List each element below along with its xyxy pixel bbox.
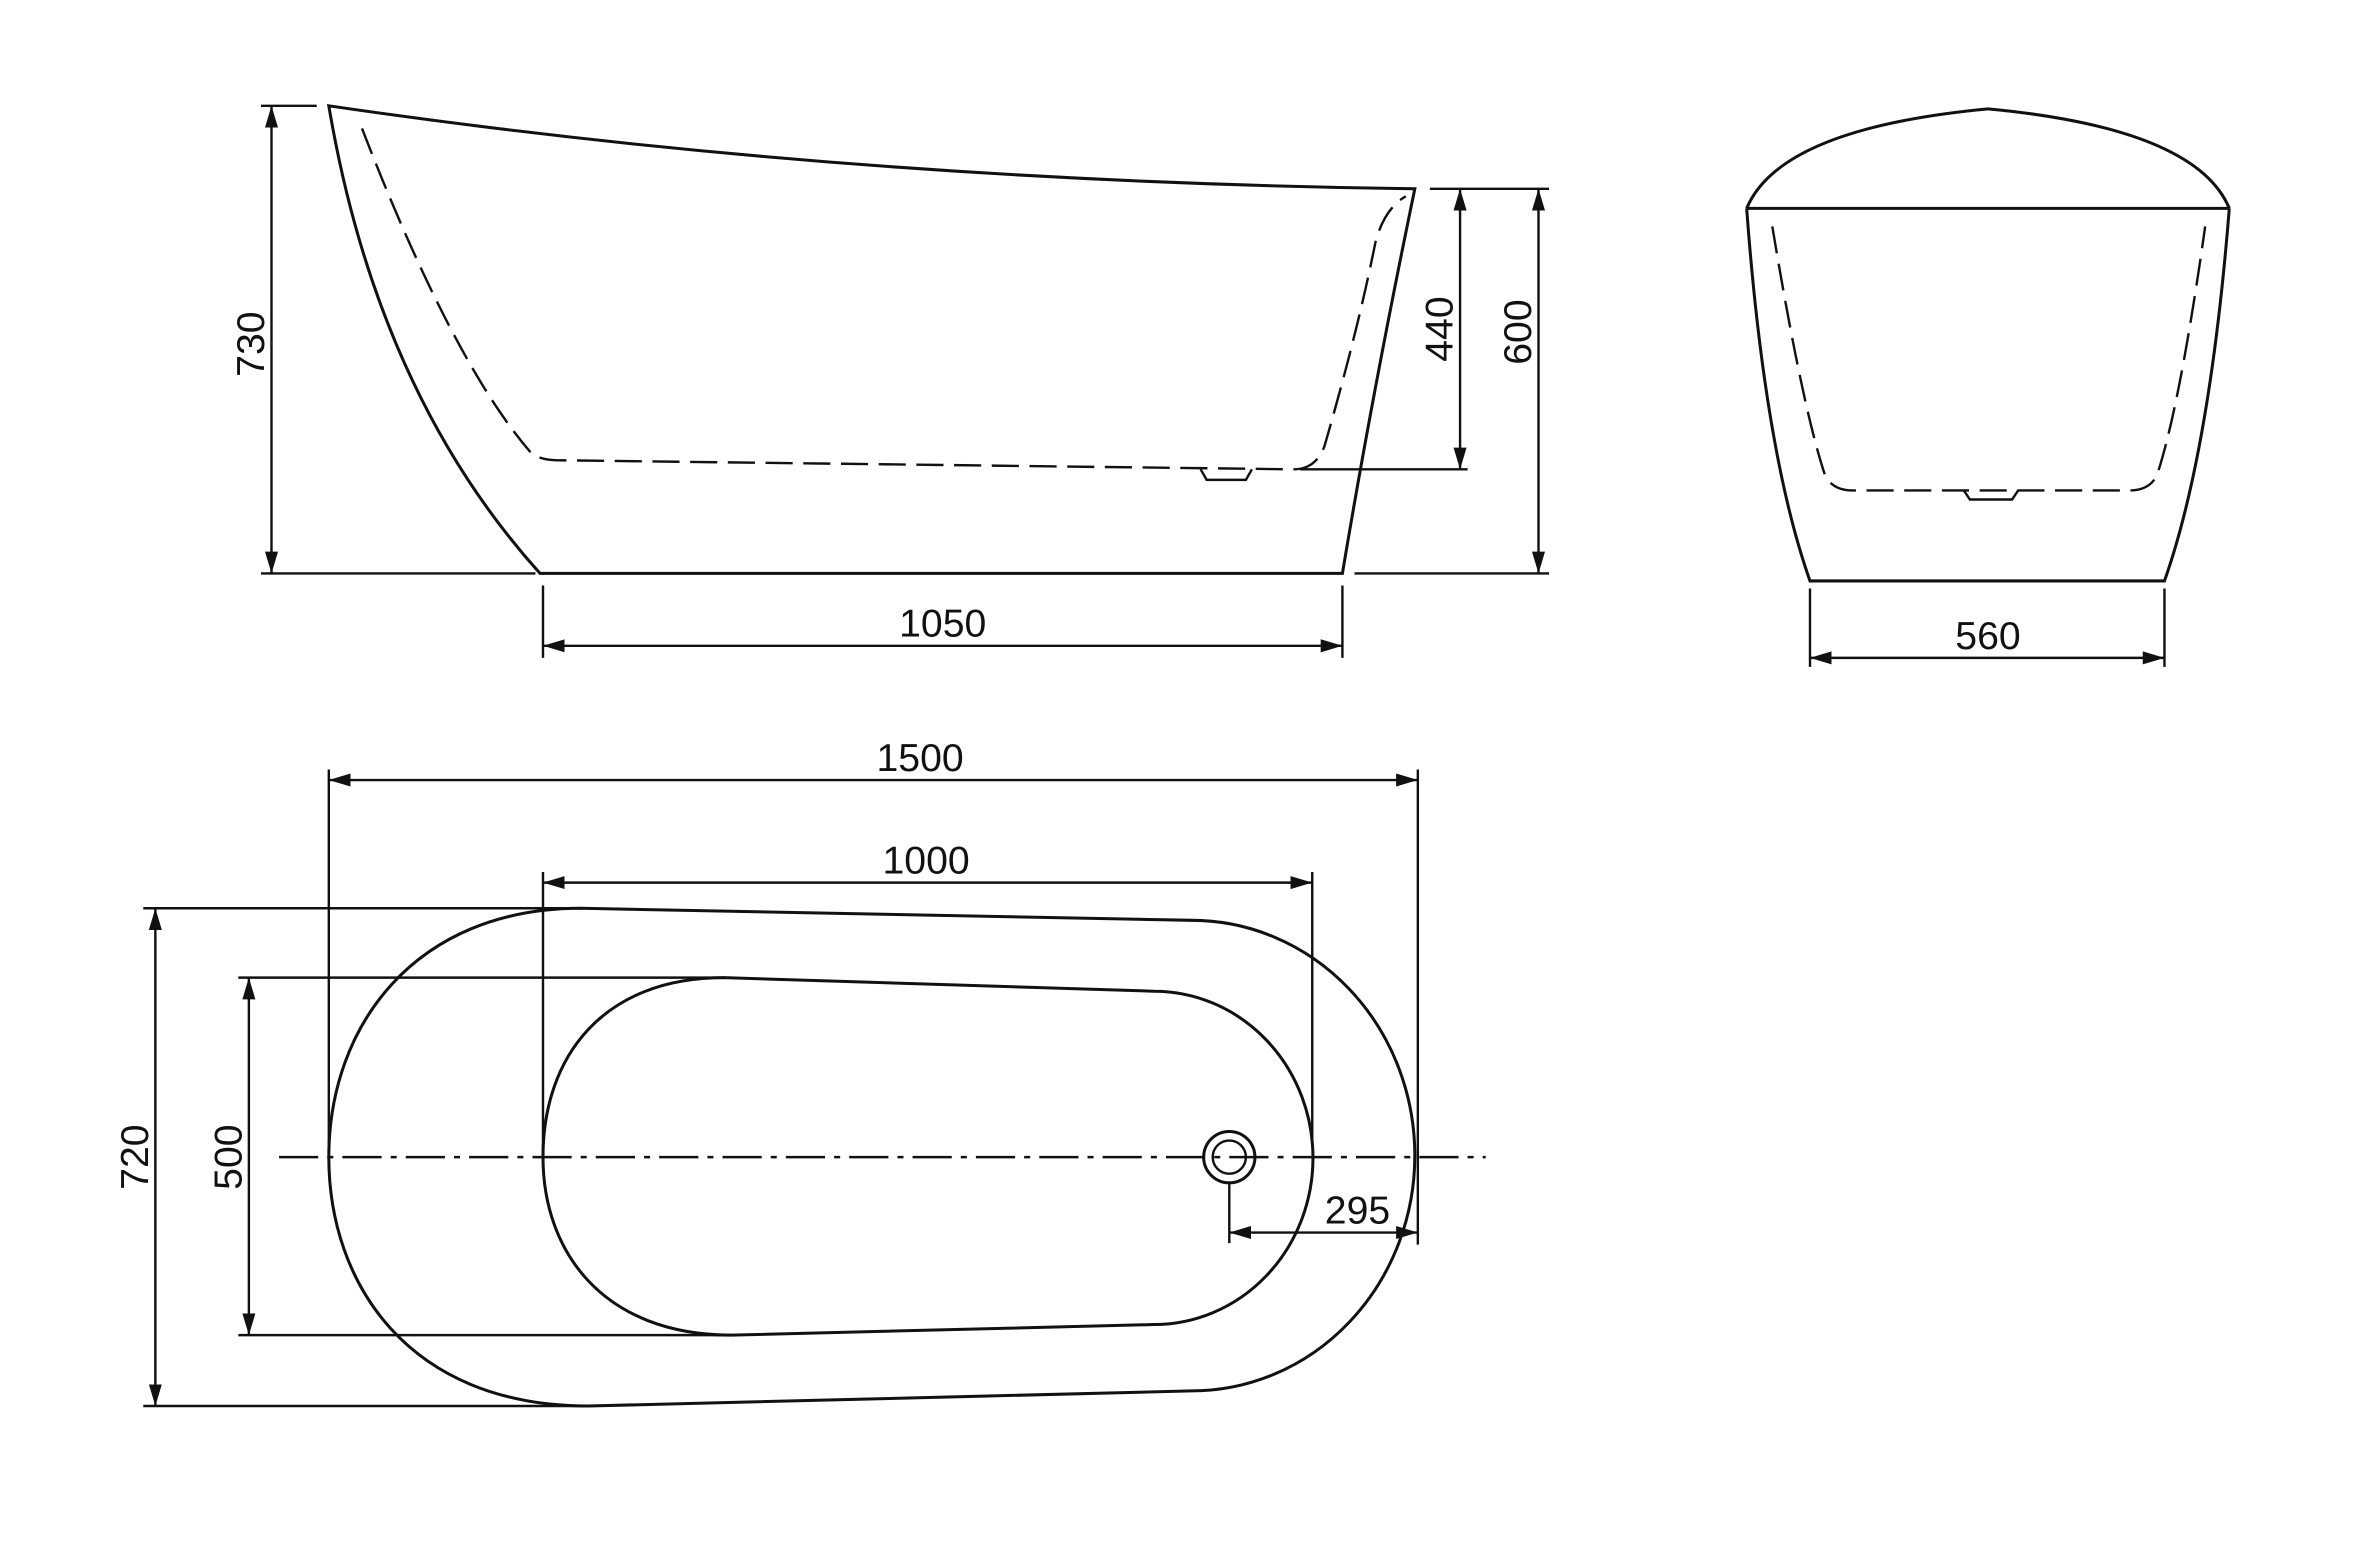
end-top-arc: [1745, 107, 2231, 209]
dim-720: 720: [114, 1124, 157, 1189]
dim-1050: 1050: [899, 603, 986, 646]
side-view: 730 440 600 1050: [230, 104, 1550, 658]
dim-730: 730: [230, 311, 273, 376]
dim-1500: 1500: [876, 737, 963, 780]
side-outline: [326, 104, 1417, 575]
end-inner-dashed: [1771, 226, 2207, 492]
plan-outer-outline: [327, 906, 1417, 1408]
dim-295: 295: [1325, 1189, 1390, 1232]
drain-symbol: [1199, 468, 1253, 482]
side-inner-dashed: [360, 128, 1407, 471]
end-view: 560: [1745, 107, 2231, 667]
end-outline: [1745, 208, 2231, 583]
dim-600: 600: [1497, 299, 1540, 364]
dim-440: 440: [1419, 296, 1462, 361]
dim-560: 560: [1955, 615, 2020, 658]
dim-500: 500: [207, 1124, 250, 1189]
plan-view: 1500 1000 720 500 295: [114, 737, 1486, 1408]
dim-1000: 1000: [883, 840, 970, 883]
plan-inner-outline: [541, 976, 1315, 1337]
drain-inner: [1211, 1139, 1248, 1175]
